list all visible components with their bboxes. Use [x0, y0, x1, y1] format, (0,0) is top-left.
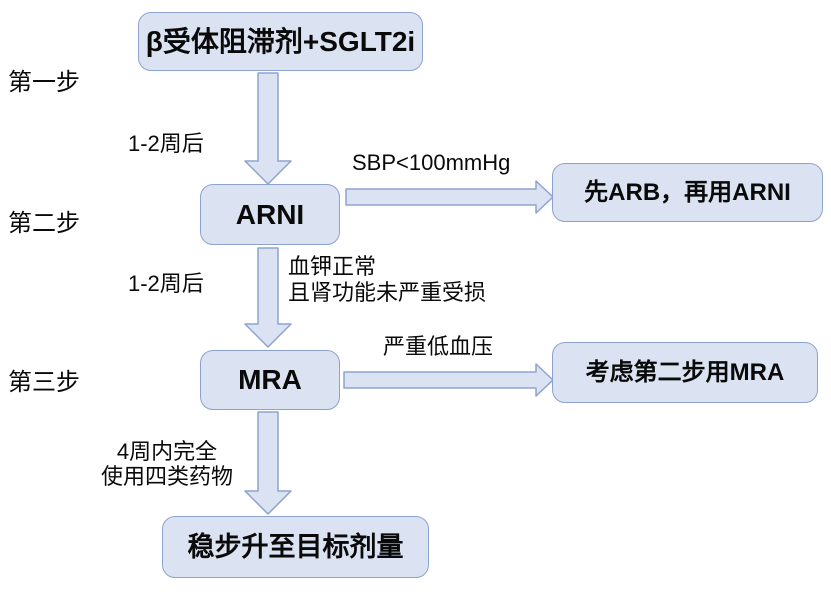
edge-label-potassium-line2: 且肾功能未严重受损 — [288, 280, 487, 305]
edge-label-after-1-2-weeks-second: 1-2周后 — [128, 271, 204, 296]
edge-label-severe-hypotension: 严重低血压 — [383, 334, 494, 359]
edge-label-sbp-below-100: SBP<100mmHg — [352, 150, 511, 175]
edge-label-potassium-line1: 血钾正常 — [288, 254, 377, 279]
node-target-dose: 稳步升至目标剂量 — [162, 516, 429, 578]
arrow-mra-to-mra-step2 — [343, 363, 554, 397]
node-mra: MRA — [200, 350, 340, 410]
node-consider-mra-step2: 考虑第二步用MRA — [552, 342, 818, 403]
node-beta-blocker-sglt2i: β受体阻滞剂+SGLT2i — [138, 12, 423, 71]
arrow-start-to-arni — [244, 72, 292, 185]
arrow-arni-to-mra — [244, 247, 292, 348]
edge-label-four-weeks-line1: 4周内完全 — [116, 439, 218, 464]
node-arni: ARNI — [200, 184, 340, 245]
edge-label-potassium-renal: 血钾正常 且肾功能未严重受损 — [288, 254, 486, 306]
arrow-mra-to-target — [244, 411, 292, 515]
edge-label-after-1-2-weeks-first: 1-2周后 — [128, 131, 204, 156]
arrow-arni-to-arb — [345, 180, 554, 214]
step-label-3: 第三步 — [8, 369, 80, 396]
edge-label-four-weeks: 4周内完全 使用四类药物 — [88, 439, 246, 489]
edge-label-four-weeks-line2: 使用四类药物 — [100, 464, 233, 489]
step-label-2: 第二步 — [8, 210, 80, 237]
node-arb-first-then-arni: 先ARB，再用ARNI — [552, 163, 823, 222]
step-label-1: 第一步 — [8, 69, 80, 96]
